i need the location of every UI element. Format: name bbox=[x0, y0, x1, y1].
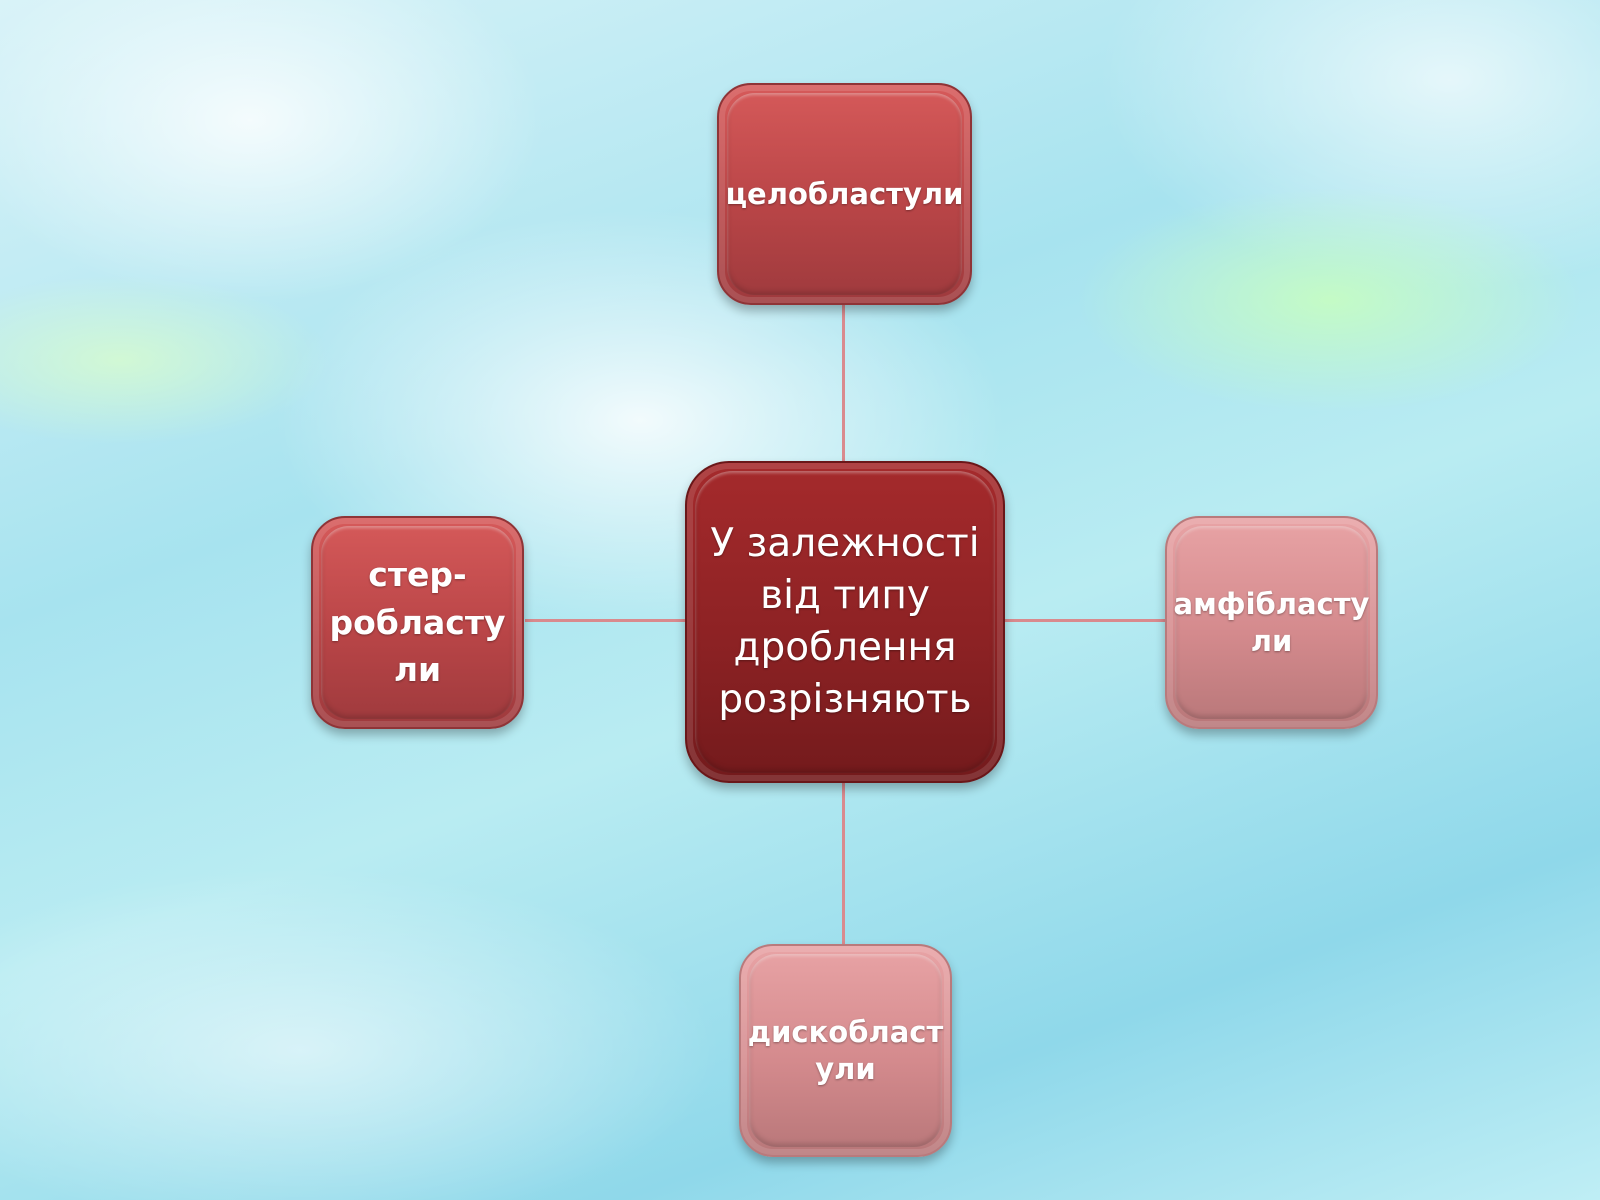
node-bottom-label: дискобласт ули bbox=[747, 1015, 944, 1086]
connector-left bbox=[525, 619, 685, 622]
node-center: У залежності від типу дроблення розрізня… bbox=[685, 461, 1005, 783]
node-bottom: дискобласт ули bbox=[739, 944, 952, 1157]
node-top-label: целобластули bbox=[725, 176, 964, 211]
connector-right bbox=[1003, 619, 1165, 622]
node-right-label: амфібласту ли bbox=[1173, 587, 1370, 658]
node-left: стер- робласту ли bbox=[311, 516, 524, 729]
node-left-label: стер- робласту ли bbox=[329, 554, 506, 690]
node-top: целобластули bbox=[717, 83, 972, 305]
connector-bottom bbox=[842, 780, 845, 945]
connector-top bbox=[842, 303, 845, 463]
node-center-label: У залежності від типу дроблення розрізня… bbox=[710, 521, 980, 722]
node-right: амфібласту ли bbox=[1165, 516, 1378, 729]
